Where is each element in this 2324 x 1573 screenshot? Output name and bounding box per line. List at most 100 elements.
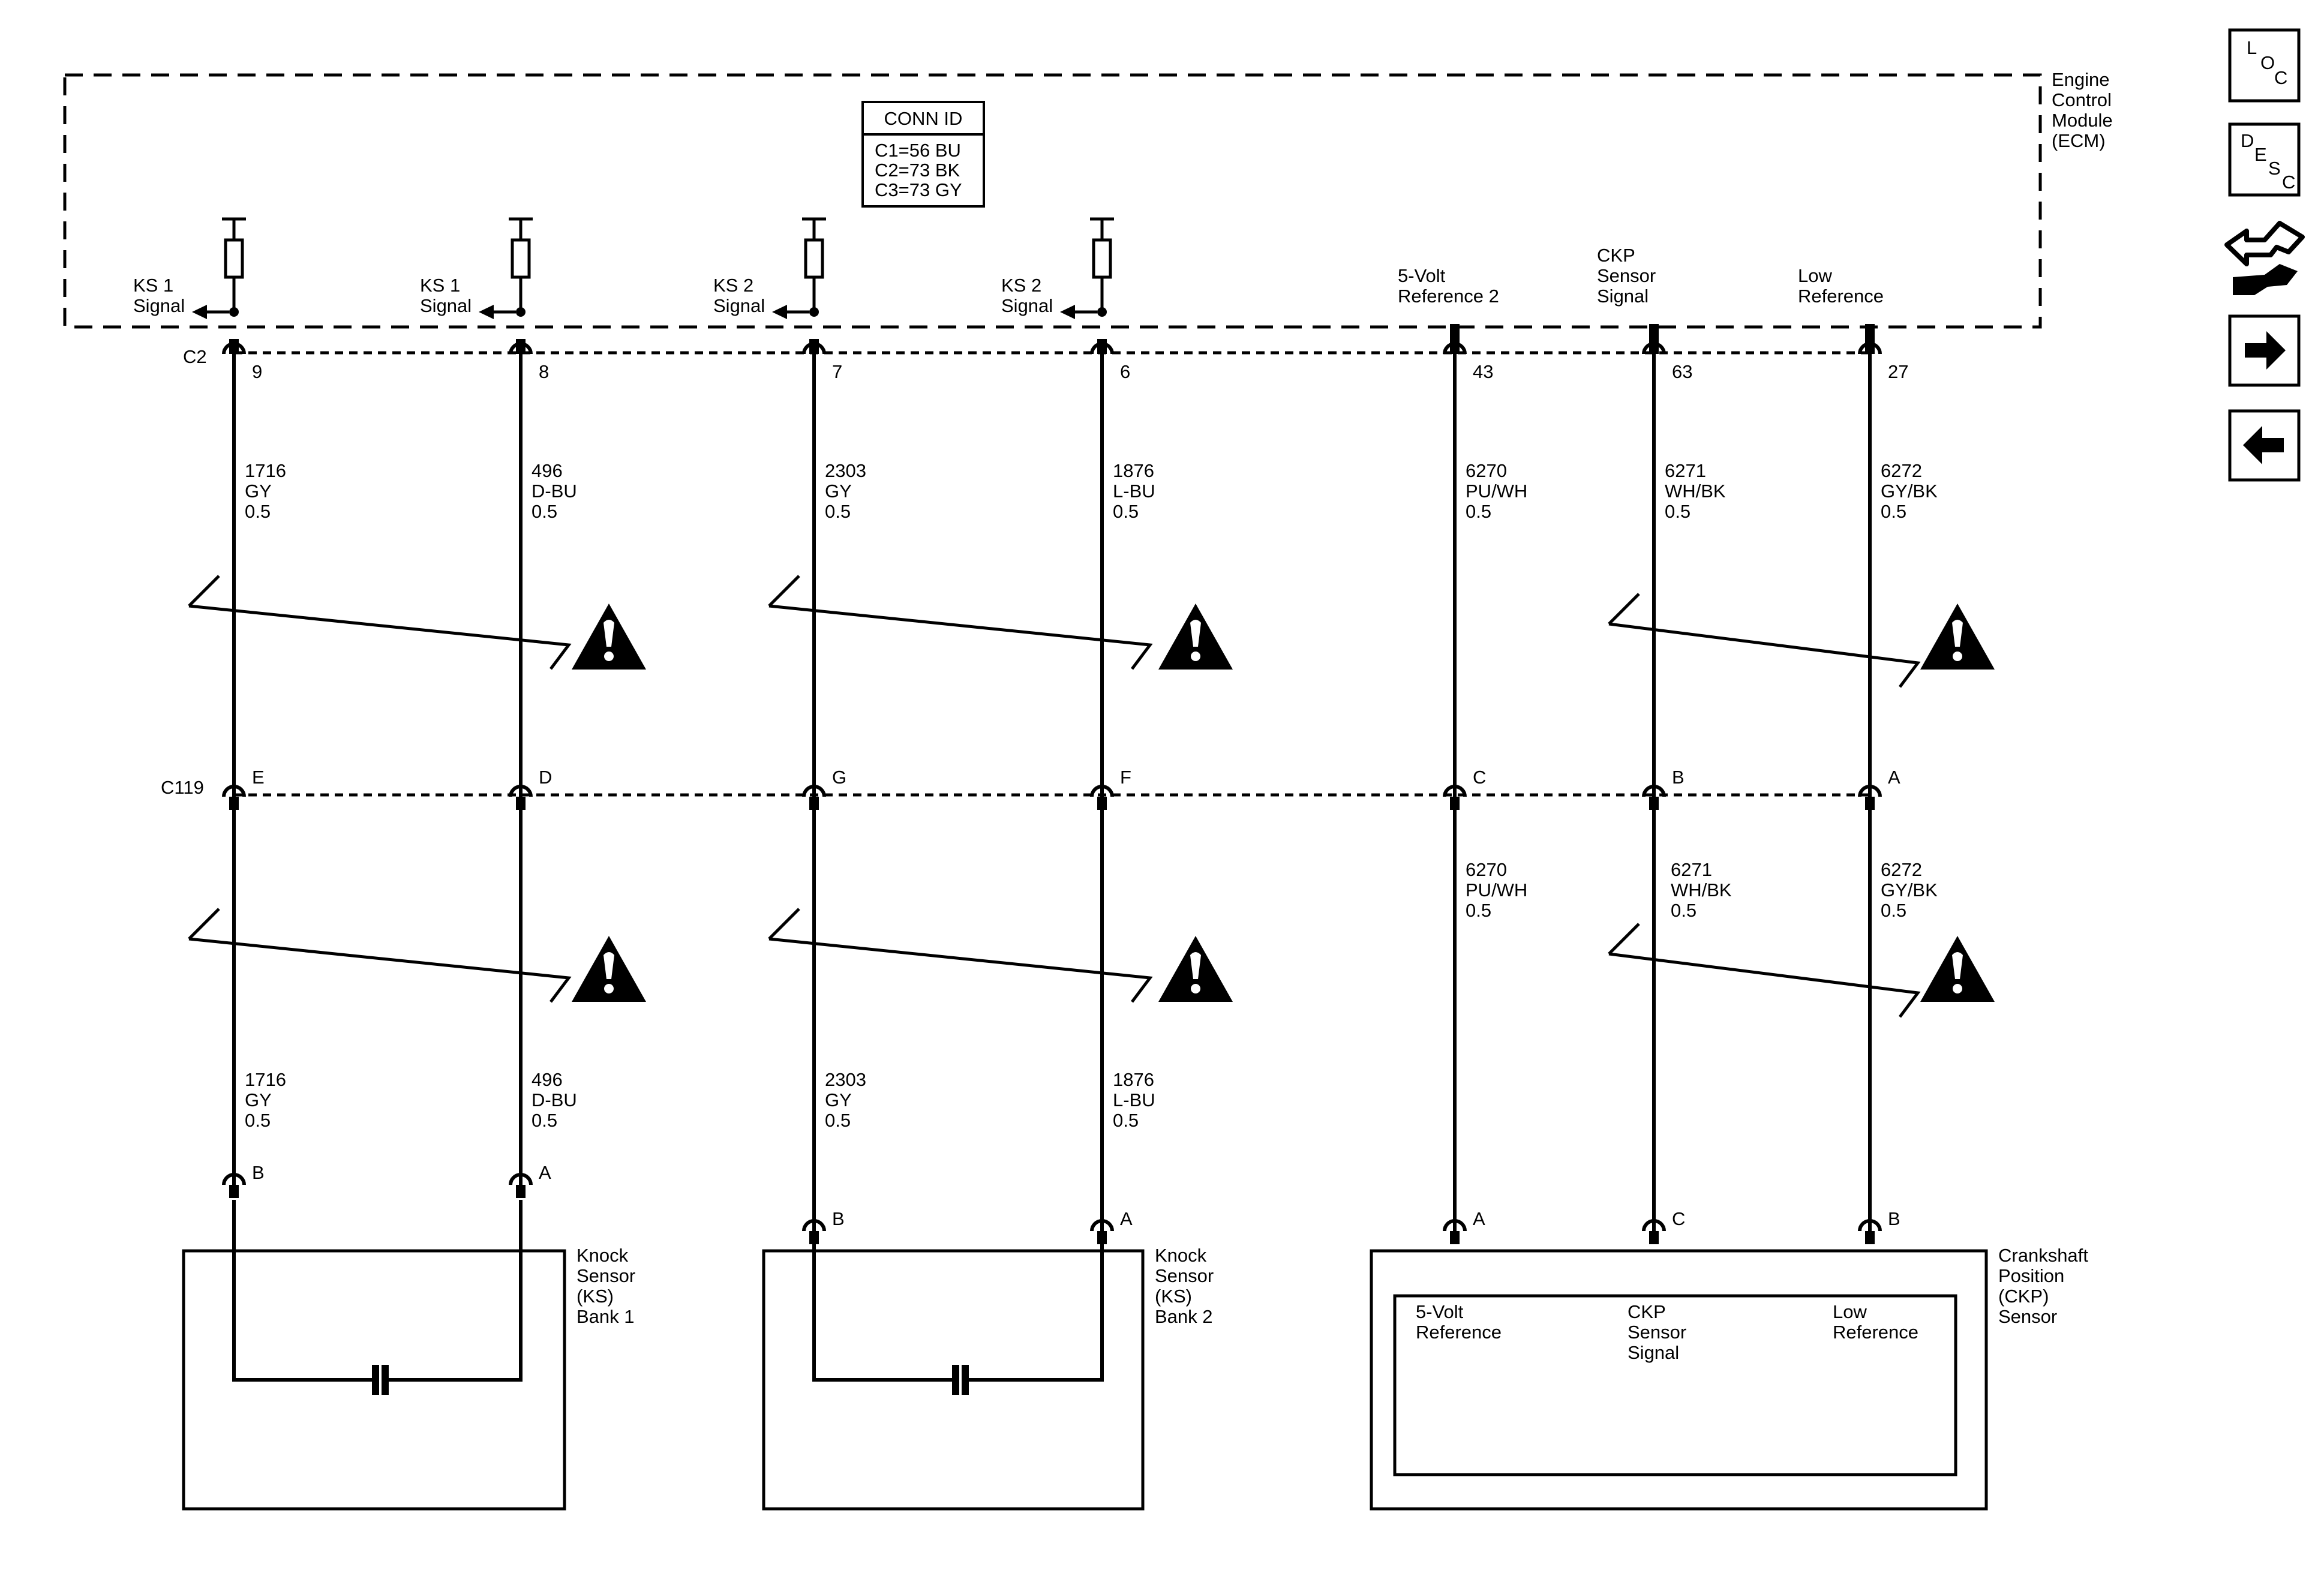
svg-text:D: D [2241, 130, 2254, 151]
ecm-pin-number: 7 [832, 361, 842, 382]
svg-text:C: C [2274, 67, 2287, 88]
warning-icon[interactable] [572, 604, 646, 670]
component-pin-letter: A [539, 1162, 551, 1183]
function-label: KS 2 [1001, 275, 1041, 296]
svg-text:O: O [2260, 52, 2275, 73]
wire-label: 0.5 [1113, 1110, 1139, 1131]
svg-text:S: S [2268, 158, 2281, 179]
wire-label: 6271 [1671, 859, 1712, 880]
svg-text:CKP: CKP [1628, 1301, 1666, 1322]
pin-terminal [229, 797, 239, 810]
previous-arrow-icon[interactable] [2228, 409, 2301, 482]
wire-label: L-BU [1113, 1089, 1155, 1110]
function-label: KS 2 [713, 275, 753, 296]
c119-pin-letter: A [1888, 767, 1900, 788]
svg-text:Bank 1: Bank 1 [577, 1306, 635, 1327]
signal-arrow-icon [1060, 305, 1075, 319]
pin-terminal [1450, 797, 1460, 810]
pin-terminal [809, 1231, 819, 1244]
twisted-pair-mark [188, 575, 572, 670]
ckp-sensor: Crankshaft Position (CKP) Sensor 5-Volt … [1370, 1245, 2088, 1511]
wire-label: 0.5 [825, 1110, 851, 1131]
component-pin-letter: C [1672, 1208, 1685, 1229]
ecm-box [63, 73, 2042, 329]
function-label: Signal [1597, 286, 1649, 307]
svg-text:Sensor: Sensor [577, 1265, 635, 1286]
loc-button[interactable]: L O C [2228, 28, 2301, 103]
wire-label: 6270 [1466, 859, 1507, 880]
function-label: Signal [133, 295, 185, 316]
svg-text:Sensor: Sensor [1155, 1265, 1214, 1286]
function-label: Signal [713, 295, 765, 316]
warning-icon[interactable] [1158, 936, 1233, 1002]
wire-label: 0.5 [825, 501, 851, 522]
svg-text:Module: Module [2052, 110, 2113, 131]
c119-pin-letter: F [1120, 767, 1131, 788]
function-label: Sensor [1597, 265, 1656, 286]
pin-terminal [1097, 797, 1107, 810]
function-label: Signal [1001, 295, 1053, 316]
connector-c119-label: C119 [161, 777, 204, 798]
pin-terminal [1865, 339, 1875, 354]
wire-label: 0.5 [1113, 501, 1139, 522]
function-label: Reference 2 [1398, 286, 1499, 307]
resistor-icon [1092, 238, 1112, 279]
wire-label: 496 [532, 1069, 563, 1090]
wire-label: 1876 [1113, 460, 1154, 481]
svg-text:Control: Control [2052, 89, 2112, 110]
pin-terminal [1865, 324, 1875, 342]
c119-pin-letter: E [252, 767, 265, 788]
wire-label: 0.5 [1671, 900, 1697, 921]
junction-dot [516, 307, 526, 317]
twisted-pair-mark [1608, 923, 1921, 1018]
svg-text:C3=73 GY: C3=73 GY [875, 179, 962, 200]
pin-terminal [516, 339, 526, 354]
wire-label: 0.5 [1665, 501, 1691, 522]
connector-icon[interactable] [2224, 221, 2305, 295]
ecm-pin-number: 27 [1888, 361, 1908, 382]
wire-label: 6272 [1881, 859, 1922, 880]
wire-label: 1716 [245, 460, 286, 481]
warning-icon[interactable] [572, 936, 646, 1002]
ecm-pin-number: 63 [1672, 361, 1692, 382]
pin-terminal [809, 797, 819, 810]
wire-label: 0.5 [1881, 501, 1906, 522]
junction-dot [1097, 307, 1107, 317]
function-label: Reference [1798, 286, 1884, 307]
desc-button[interactable]: D E S C [2228, 122, 2301, 197]
function-label: KS 1 [420, 275, 460, 296]
knock-sensor-bank1: Knock Sensor (KS) Bank 1 [182, 1200, 635, 1511]
svg-text:L: L [2247, 37, 2257, 58]
wire-label: WH/BK [1665, 481, 1726, 502]
wire-label: GY [825, 481, 852, 502]
next-arrow-icon[interactable] [2228, 314, 2301, 387]
ecm-pin-number: 43 [1473, 361, 1493, 382]
pin-terminal [1649, 324, 1659, 342]
wire-label: 0.5 [1881, 900, 1906, 921]
pin-terminal [229, 339, 239, 354]
svg-text:Signal: Signal [1628, 1342, 1679, 1363]
svg-text:Sensor: Sensor [1628, 1322, 1686, 1343]
signal-arrow-icon [192, 305, 207, 319]
function-label: Low [1798, 265, 1832, 286]
svg-text:C: C [2282, 172, 2295, 193]
pin-terminal [809, 339, 819, 354]
warning-icon[interactable] [1920, 604, 1995, 670]
pin-terminal [229, 1185, 239, 1198]
warning-icon[interactable] [1920, 936, 1995, 1002]
c119-pin-letter: D [539, 767, 552, 788]
svg-text:C1=56 BU: C1=56 BU [875, 140, 961, 161]
pin-terminal [1649, 797, 1659, 810]
warning-icon[interactable] [1158, 604, 1233, 670]
wire-label: L-BU [1113, 481, 1155, 502]
function-label: 5-Volt [1398, 265, 1446, 286]
svg-text:(KS): (KS) [1155, 1286, 1192, 1307]
wire-label: 0.5 [532, 1110, 557, 1131]
svg-text:Engine: Engine [2052, 69, 2110, 90]
wire-label: 1716 [245, 1069, 286, 1090]
svg-text:(ECM): (ECM) [2052, 130, 2106, 151]
